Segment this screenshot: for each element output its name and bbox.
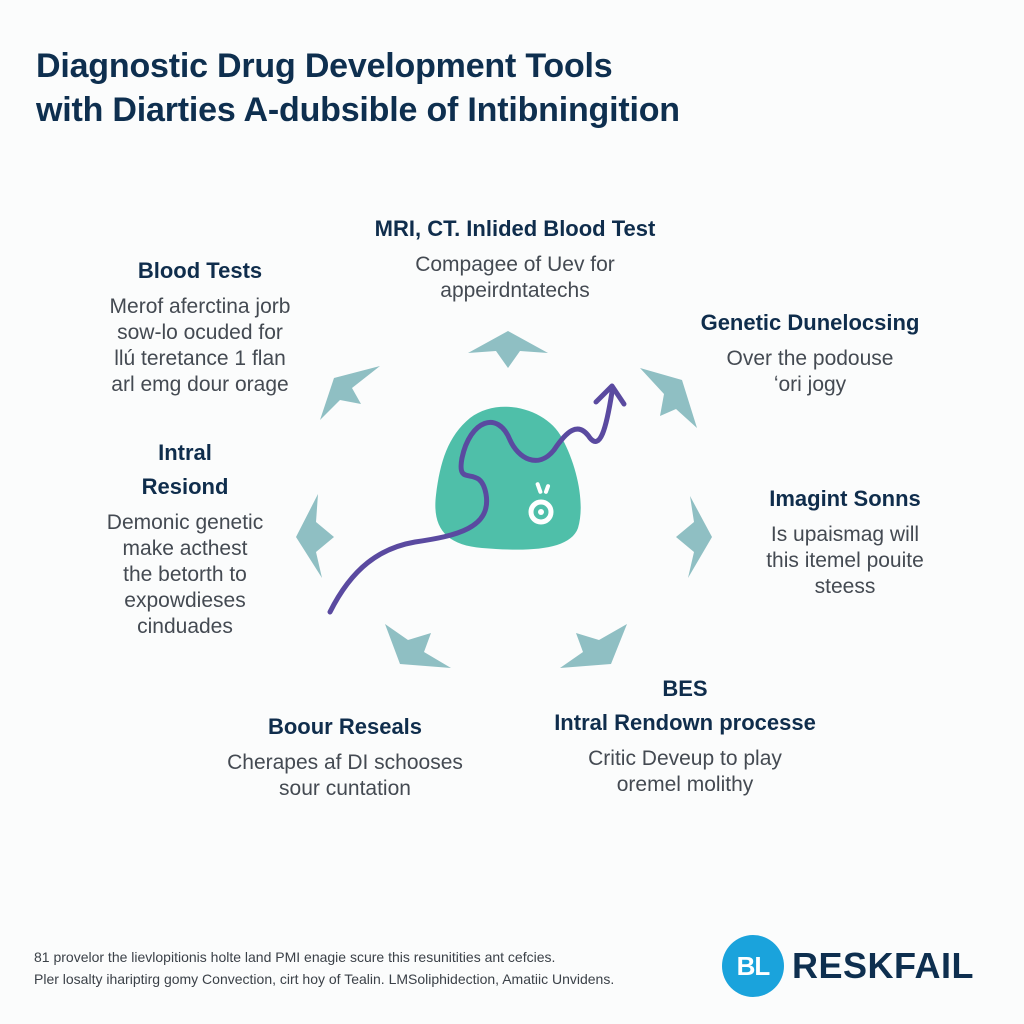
node-genetic: Genetic Dunelocsing Over the podouse ʻor… — [660, 306, 960, 398]
node-body: Over the podouse ʻori jogy — [660, 346, 960, 398]
molecule-blob-icon — [435, 406, 581, 550]
cycle-arrows — [296, 331, 712, 668]
node-body-line: Demonic genetic — [106, 511, 264, 534]
node-body: Demonic genetic make acthest the betorth… — [60, 510, 310, 640]
node-body-line: Critic Deveup to play — [588, 747, 782, 770]
cycle-arrow-bottom-right — [560, 624, 627, 668]
node-body-line: llú teretance 1 flan — [114, 347, 286, 370]
cycle-arrow-top-left — [320, 366, 380, 420]
node-body-line: appeirdntatechs — [440, 279, 590, 302]
node-heading: Imagint Sonns — [769, 486, 921, 511]
node-body-line: Cherapes af DI schooses — [227, 751, 463, 774]
node-body-line: Compagee of Uev for — [415, 253, 615, 276]
title-line-2: with Diarties A-dubsible of Intibningiti… — [36, 91, 680, 129]
node-body-line: the betorth to — [123, 563, 247, 586]
node-body-line: sow-lo ocuded for — [117, 321, 283, 344]
page-title: Diagnostic Drug Development Tools with D… — [36, 44, 680, 132]
cycle-arrow-left — [296, 494, 334, 578]
node-body: Is upaismag will this itemel pouite stee… — [720, 522, 970, 600]
cycle-arrow-top — [468, 331, 548, 368]
node-body-line: make acthest — [122, 537, 248, 560]
node-blood-tests: Blood Tests Merof aferctina jorb sow-lo … — [70, 254, 330, 398]
node-heading: Boour Reseals — [267, 714, 423, 739]
node-body-line: ʻori jogy — [773, 373, 847, 396]
footnote-line-1: 81 provelor the lievlopitionis holte lan… — [34, 949, 556, 965]
cycle-arrow-top-right — [640, 368, 697, 428]
title-line-1: Diagnostic Drug Development Tools — [36, 47, 613, 85]
node-body-line: steess — [814, 575, 876, 598]
node-body-line: sour cuntation — [279, 777, 411, 800]
node-heading: Genetic Dunelocsing — [700, 310, 920, 335]
node-body-line: expowdieses — [124, 589, 246, 612]
node-heading: Blood Tests — [137, 258, 263, 283]
node-body: Merof aferctina jorb sow-lo ocuded for l… — [70, 294, 330, 398]
node-heading-line: BES — [662, 676, 708, 701]
node-body-line: cinduades — [137, 615, 233, 638]
brand-name: RESKFAIL — [792, 945, 975, 986]
wavy-arrow-icon — [327, 389, 615, 615]
node-intral-resiond: Intral Resiond Demonic genetic make acth… — [60, 436, 310, 640]
node-heading-line: Resiond — [141, 474, 229, 499]
node-body-line: Is upaismag will — [770, 523, 920, 546]
footnote-line-2: Pler losalty ihariptirg gomy Convection,… — [34, 971, 615, 987]
node-heading: MRI, CT. Inlided Blood Test — [374, 216, 656, 241]
node-body: Critic Deveup to play oremel molithy — [520, 746, 850, 798]
node-heading: BES Intral Rendown processe — [520, 672, 850, 740]
node-body: Compagee of Uev for appeirdntatechs — [340, 252, 690, 304]
node-mri-ct: MRI, CT. Inlided Blood Test Compagee of … — [340, 212, 690, 304]
node-body: Cherapes af DI schooses sour cuntation — [195, 750, 495, 802]
cycle-arrow-bottom-left — [385, 624, 451, 668]
node-body-line: this itemel pouite — [766, 549, 924, 572]
node-body-line: Merof aferctina jorb — [109, 295, 291, 318]
brand-logo: BL RESKFAIL — [722, 934, 974, 998]
footnote: 81 provelor the lievlopitionis holte lan… — [34, 946, 614, 990]
node-heading-line: Intral — [158, 440, 212, 465]
node-heading-line: Intral Rendown processe — [554, 710, 816, 735]
node-body-line: Over the podouse — [726, 347, 894, 370]
brand-badge: BL — [722, 935, 784, 997]
node-body-line: oremel molithy — [616, 773, 754, 796]
node-bes-intral: BES Intral Rendown processe Critic Deveu… — [520, 672, 850, 798]
node-boour-reseals: Boour Reseals Cherapes af DI schooses so… — [195, 710, 495, 802]
gear-icon — [528, 482, 554, 525]
wavy-arrow-head — [593, 383, 627, 407]
cycle-arrow-right — [676, 496, 712, 578]
node-imaging: Imagint Sonns Is upaismag will this item… — [720, 482, 970, 600]
node-body-line: arl emg dour orage — [111, 373, 289, 396]
node-heading: Intral Resiond — [60, 436, 310, 504]
